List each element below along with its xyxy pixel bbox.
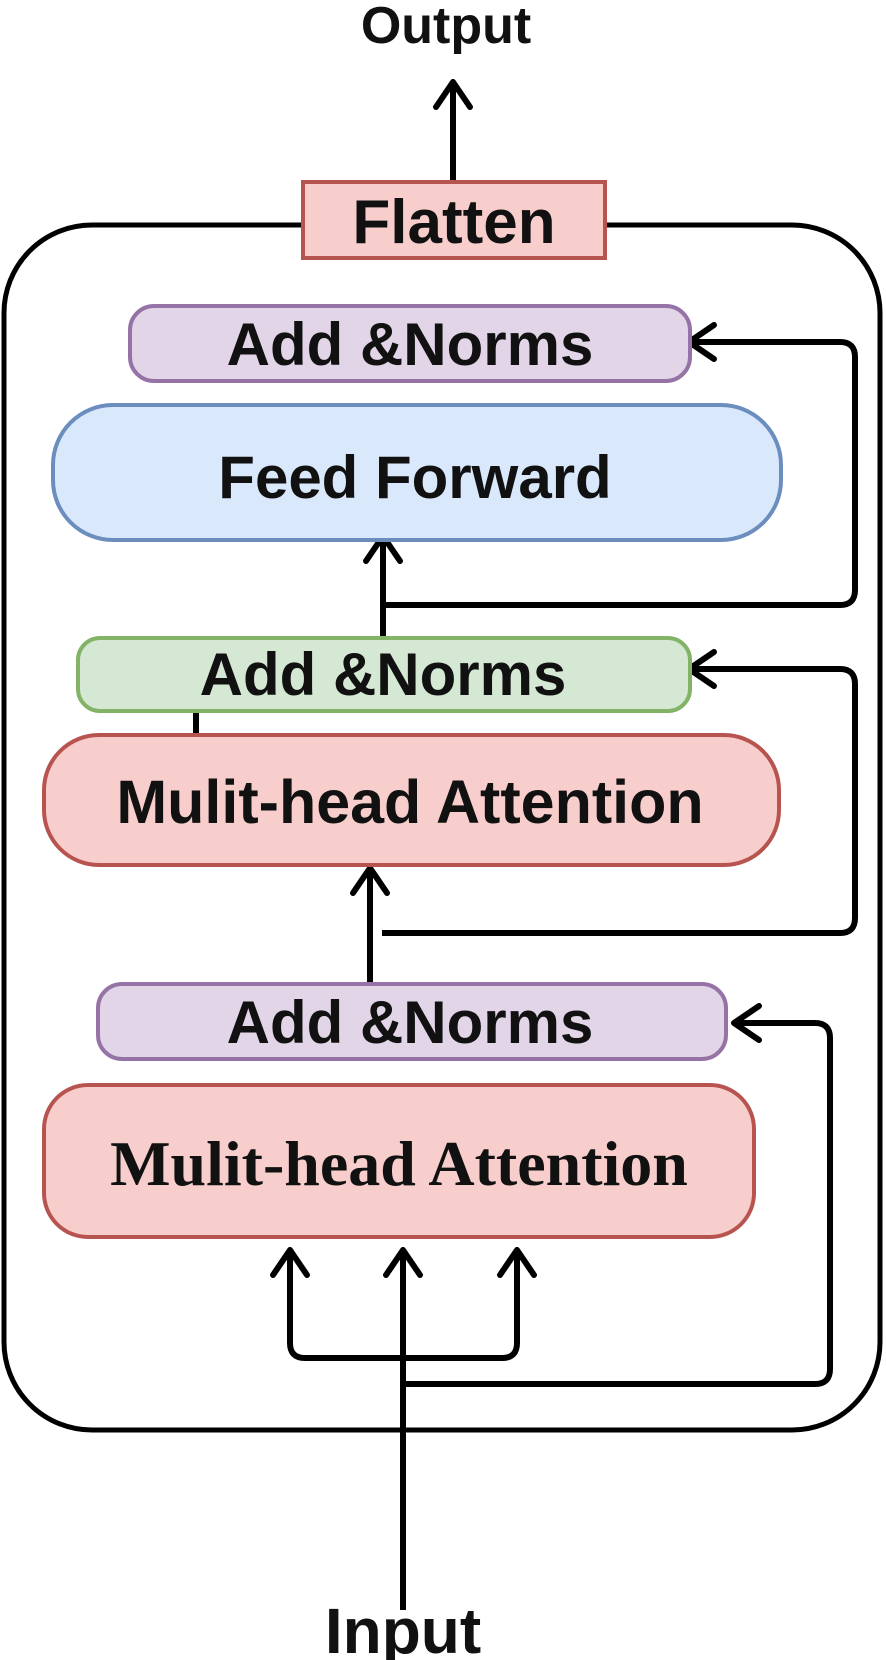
output-label: Output <box>361 0 531 55</box>
residual-connection-2 <box>382 666 858 936</box>
residual-connection-1 <box>403 1020 833 1387</box>
feed-forward-label: Feed Forward <box>218 444 611 511</box>
input-label: Input <box>325 1595 481 1660</box>
input-right-arrowhead <box>497 1247 537 1278</box>
flatten-label: Flatten <box>352 188 555 257</box>
residual-1-arrowhead <box>731 1003 762 1043</box>
add-norms-bottom-block <box>96 982 728 1061</box>
add-norms-middle-label: Add &Norms <box>200 641 567 708</box>
input-center-arrowhead <box>383 1247 423 1278</box>
input-split-branch <box>287 1250 520 1361</box>
residual-connection-3 <box>383 339 858 608</box>
input-left-arrowhead <box>270 1247 310 1278</box>
flatten-block <box>301 180 607 260</box>
feed-forward-block <box>51 403 783 542</box>
attention-lower-label: Mulit-head Attention <box>110 1128 688 1199</box>
attention-upper-label: Mulit-head Attention <box>116 768 703 836</box>
add-norms-top-block <box>128 304 692 383</box>
add-norms-top-label: Add &Norms <box>227 311 594 378</box>
attention-upper-block <box>42 733 781 867</box>
add-norms-bottom-label: Add &Norms <box>227 989 594 1056</box>
attention-lower-block <box>42 1083 756 1239</box>
attention-upper-arrowhead <box>350 865 390 896</box>
output-arrowhead <box>433 79 473 110</box>
add-norms-middle-block <box>76 636 692 713</box>
